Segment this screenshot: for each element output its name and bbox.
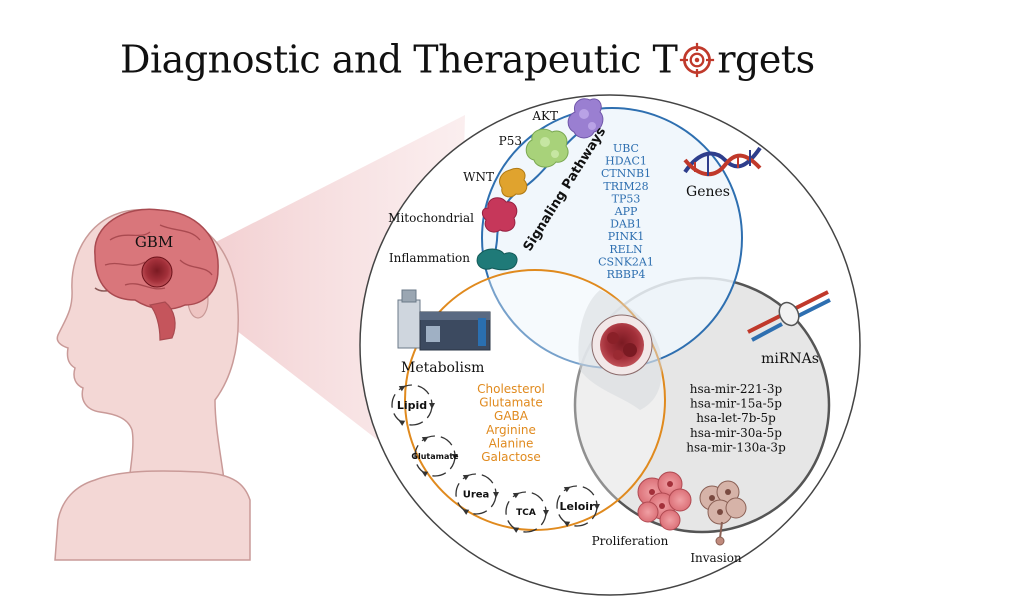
gene-item: TRIM28 [603,180,648,193]
cycle-arrowhead [512,527,520,533]
cycle-arrowhead [594,504,600,510]
signal-label-p53: P53 [499,134,522,148]
metabolic-cycle: Glutamate [411,435,459,477]
metabolite-list: CholesterolGlutamateGABAArginineAlanineG… [477,382,545,464]
cycle-arrowhead [493,492,499,498]
brain-illustration [94,208,219,341]
brain-tumor [141,256,173,288]
invasion-label: Invasion [690,551,742,565]
metabolite-item: Arginine [486,423,536,437]
cycle-label: Glutamate [411,452,459,461]
genes-label: Genes [686,184,730,200]
mass-spectrometer-icon [397,289,491,351]
mirna-list: hsa-mir-221-3phsa-mir-15a-5phsa-let-7b-5… [686,382,786,454]
metabolic-cycle: Urea [455,473,499,515]
gene-item: UBC [613,142,639,155]
mirna-item: hsa-mir-130a-3p [686,440,786,454]
cycle-label: Urea [463,490,490,501]
metabolite-item: Alanine [489,436,534,450]
gene-item: CSNK2A1 [598,255,654,268]
cycle-arrowhead [543,510,549,516]
p53-protein-icon [525,128,569,168]
cycle-arrowhead [462,474,470,481]
gene-list: UBCHDAC1CTNNB1TRIM28TP53APPDAB1PINK1RELN… [598,142,654,281]
mirna-hairpin-icon [747,290,831,342]
central-tumor [591,314,653,376]
gene-item: RELN [609,243,643,256]
cycle-arrowhead [421,436,429,443]
akt-protein-icon [567,98,604,139]
metabolic-cycle: Leloir [556,485,600,527]
cycle-arrowhead [452,454,458,460]
cycle-label: TCA [516,508,536,518]
metabolic-cycle: Lipid [391,384,435,426]
invasion-cells-icon [699,480,747,546]
mirna-item: hsa-let-7b-5p [696,411,776,425]
mirna-item: hsa-mir-221-3p [690,382,783,396]
cycle-arrowhead [512,492,520,499]
gene-item: TP53 [612,192,641,205]
signal-label-akt: AKT [531,109,558,123]
gene-item: DAB1 [610,218,642,231]
cycle-arrowhead [563,486,571,493]
mirna-item: hsa-mir-15a-5p [690,397,782,411]
inflammation-protein-icon [476,248,518,271]
cycle-arrowhead [429,403,435,409]
metabolism-label: Metabolism [401,360,484,376]
cycle-arrowhead [421,471,429,477]
signal-label-wnt: WNT [463,170,494,184]
page-title: Diagnostic and Therapeutic T rgets [120,34,840,86]
proliferation-cells-icon [637,471,692,531]
proliferation-label: Proliferation [592,534,669,548]
metabolic-cycle: TCA [505,491,549,533]
dna-helix-icon [683,146,762,177]
cycle-label: Leloir [560,500,596,513]
cycle-arrowhead [398,385,406,392]
wnt-protein-icon [499,167,528,198]
metabolite-item: Glutamate [479,396,542,410]
mirna-item: hsa-mir-30a-5p [690,426,782,440]
cycle-arrowhead [398,420,406,426]
cycle-label: Lipid [397,399,427,412]
gene-item: HDAC1 [605,155,647,168]
mitochondrial-protein-icon [481,197,518,233]
gene-item: CTNNB1 [601,167,651,180]
signal-label-mitochondrial: Mitochondrial [388,211,474,225]
gbm-label: GBM [135,233,173,251]
crosshair-target-icon [680,42,715,77]
cycle-arrowhead [462,509,470,515]
gene-item: PINK1 [608,230,645,243]
title-text-part1: Diagnostic and Therapeutic T [120,37,678,82]
gene-item: APP [614,205,638,218]
gene-item: RBBP4 [607,268,646,281]
mirnas-label: miRNAs [761,351,819,367]
signal-label-inflammation: Inflammation [389,251,470,265]
metabolite-item: GABA [494,409,529,423]
metabolite-item: Cholesterol [477,382,545,396]
title-text-part2: rgets [717,37,815,82]
cycle-arrowhead [563,521,571,527]
metabolite-item: Galactose [481,450,541,464]
